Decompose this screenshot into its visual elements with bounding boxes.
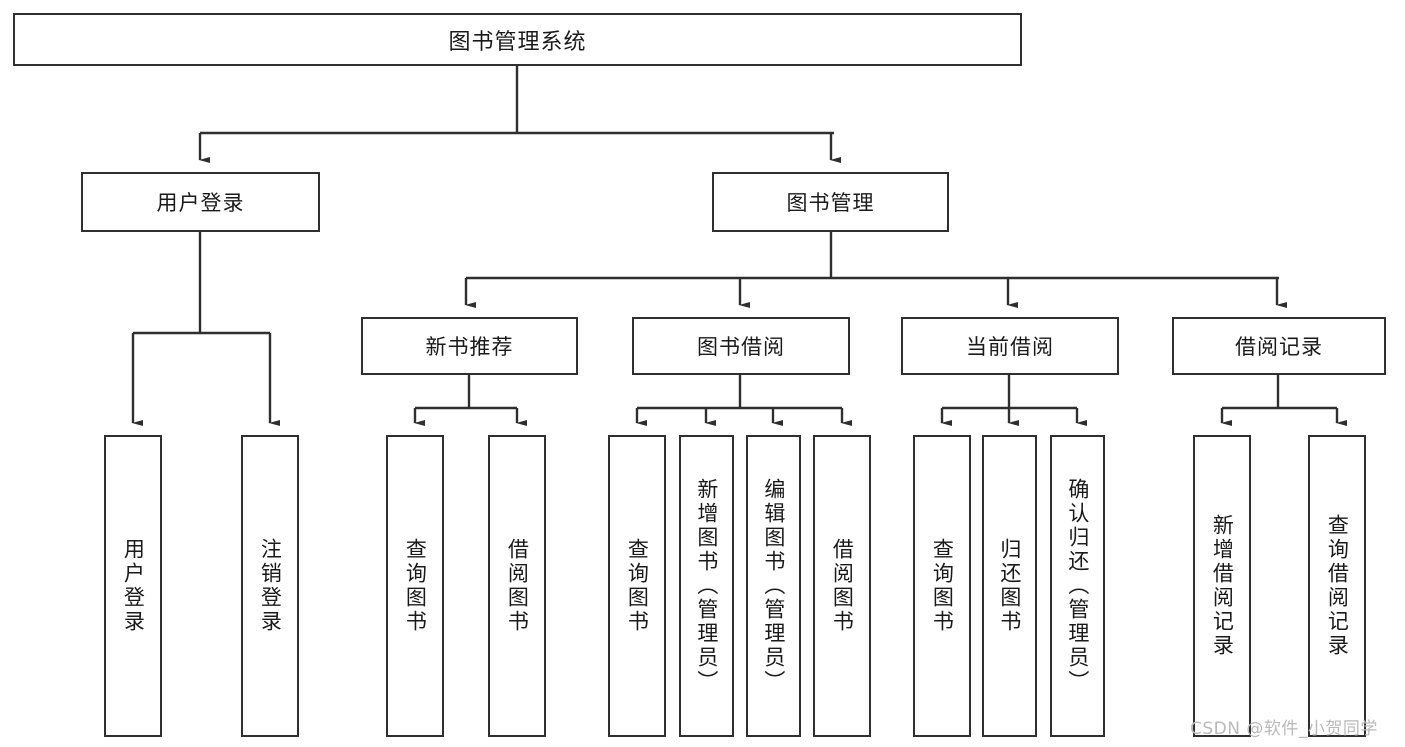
node-leaf-query-book-1[interactable]: 查询图书: [386, 435, 444, 737]
node-leaf-query-book-1-label: 查询图书: [403, 538, 428, 634]
node-leaf-user-login-label: 用户登录: [121, 538, 146, 634]
node-leaf-return-book[interactable]: 归还图书: [982, 435, 1037, 737]
node-leaf-add-record-label: 新增借阅记录: [1210, 514, 1235, 658]
node-leaf-query-book-2-label: 查询图书: [625, 538, 650, 634]
node-leaf-borrow-book-2-label: 借阅图书: [830, 538, 855, 634]
node-leaf-logout-login[interactable]: 注销登录: [241, 435, 299, 737]
node-leaf-query-record-label: 查询借阅记录: [1325, 514, 1350, 658]
node-leaf-user-login[interactable]: 用户登录: [104, 435, 162, 737]
csdn-watermark: CSDN @软件_小贺同学: [1190, 719, 1378, 739]
node-leaf-query-record[interactable]: 查询借阅记录: [1308, 435, 1366, 737]
node-leaf-add-book[interactable]: 新增图书（管理员）: [679, 435, 734, 737]
node-leaf-query-book-2[interactable]: 查询图书: [608, 435, 666, 737]
node-leaf-add-record[interactable]: 新增借阅记录: [1193, 435, 1251, 737]
node-new-book-recommend[interactable]: 新书推荐: [361, 317, 578, 375]
node-current-borrow-label: 当前借阅: [966, 335, 1054, 359]
node-book-management-label: 图书管理: [786, 191, 875, 215]
node-book-borrow-label: 图书借阅: [697, 335, 785, 359]
node-user-login[interactable]: 用户登录: [81, 172, 320, 232]
node-user-login-label: 用户登录: [156, 191, 245, 215]
node-leaf-edit-book[interactable]: 编辑图书（管理员）: [746, 435, 801, 737]
node-leaf-add-book-label: 新增图书（管理员）: [694, 478, 719, 694]
node-leaf-confirm-return[interactable]: 确认归还（管理员）: [1050, 435, 1105, 737]
node-root-label: 图书管理系统: [448, 29, 587, 55]
node-new-book-recommend-label: 新书推荐: [425, 335, 514, 359]
node-book-management[interactable]: 图书管理: [712, 172, 949, 232]
node-leaf-edit-book-label: 编辑图书（管理员）: [761, 478, 786, 694]
node-root[interactable]: 图书管理系统: [13, 13, 1022, 66]
node-leaf-confirm-return-label: 确认归还（管理员）: [1065, 478, 1090, 694]
node-leaf-borrow-book-1[interactable]: 借阅图书: [488, 435, 546, 737]
node-borrow-record[interactable]: 借阅记录: [1172, 317, 1386, 375]
node-book-borrow[interactable]: 图书借阅: [632, 317, 850, 375]
node-current-borrow[interactable]: 当前借阅: [901, 317, 1119, 375]
node-borrow-record-label: 借阅记录: [1235, 335, 1323, 359]
node-leaf-logout-login-label: 注销登录: [258, 538, 283, 634]
node-leaf-borrow-book-1-label: 借阅图书: [505, 538, 530, 634]
node-leaf-query-book-3[interactable]: 查询图书: [913, 435, 971, 737]
node-leaf-query-book-3-label: 查询图书: [930, 538, 955, 634]
node-leaf-borrow-book-2[interactable]: 借阅图书: [813, 435, 871, 737]
node-leaf-return-book-label: 归还图书: [997, 538, 1022, 634]
